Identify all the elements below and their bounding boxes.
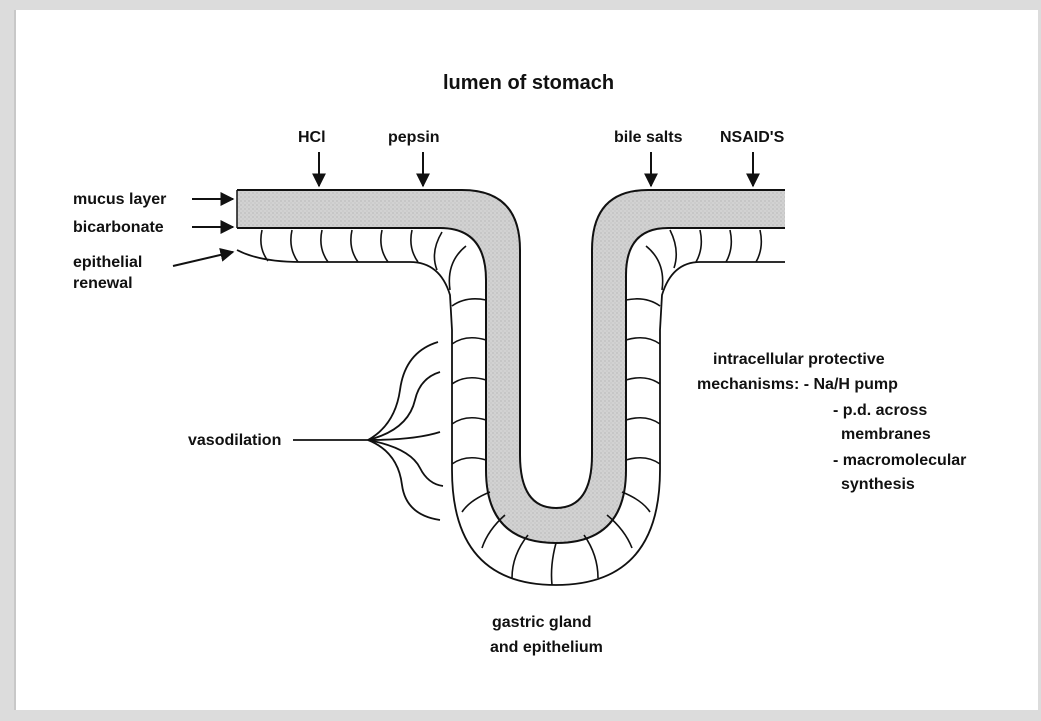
intracellular-label-line1: intracellular protective [713,349,885,370]
intracellular-label-line6: synthesis [841,474,915,495]
intracellular-label-line4: membranes [841,424,931,445]
epithelium-label: and epithelium [490,637,603,658]
intracellular-label-line2: mechanisms: - Na/H pump [697,374,898,395]
intracellular-label-line5: - macromolecular [833,450,966,471]
bile-salts-label: bile salts [614,127,682,148]
mucus-layer-label: mucus layer [73,189,166,210]
epithelial-renewal-arrow [173,252,233,266]
epithelial-label: epithelial [73,252,142,273]
intracellular-label-line3: - p.d. across [833,400,927,421]
vasodilation-vessels [293,342,443,520]
nsaids-label: NSAID'S [720,127,784,148]
pepsin-label: pepsin [388,127,440,148]
bicarbonate-label: bicarbonate [73,217,164,238]
vasodilation-label: vasodilation [188,430,281,451]
gastric-gland-label: gastric gland [492,612,592,633]
renewal-label: renewal [73,273,133,294]
mucus-layer [237,190,785,543]
hcl-label: HCl [298,127,326,148]
lumen-title: lumen of stomach [443,73,614,94]
